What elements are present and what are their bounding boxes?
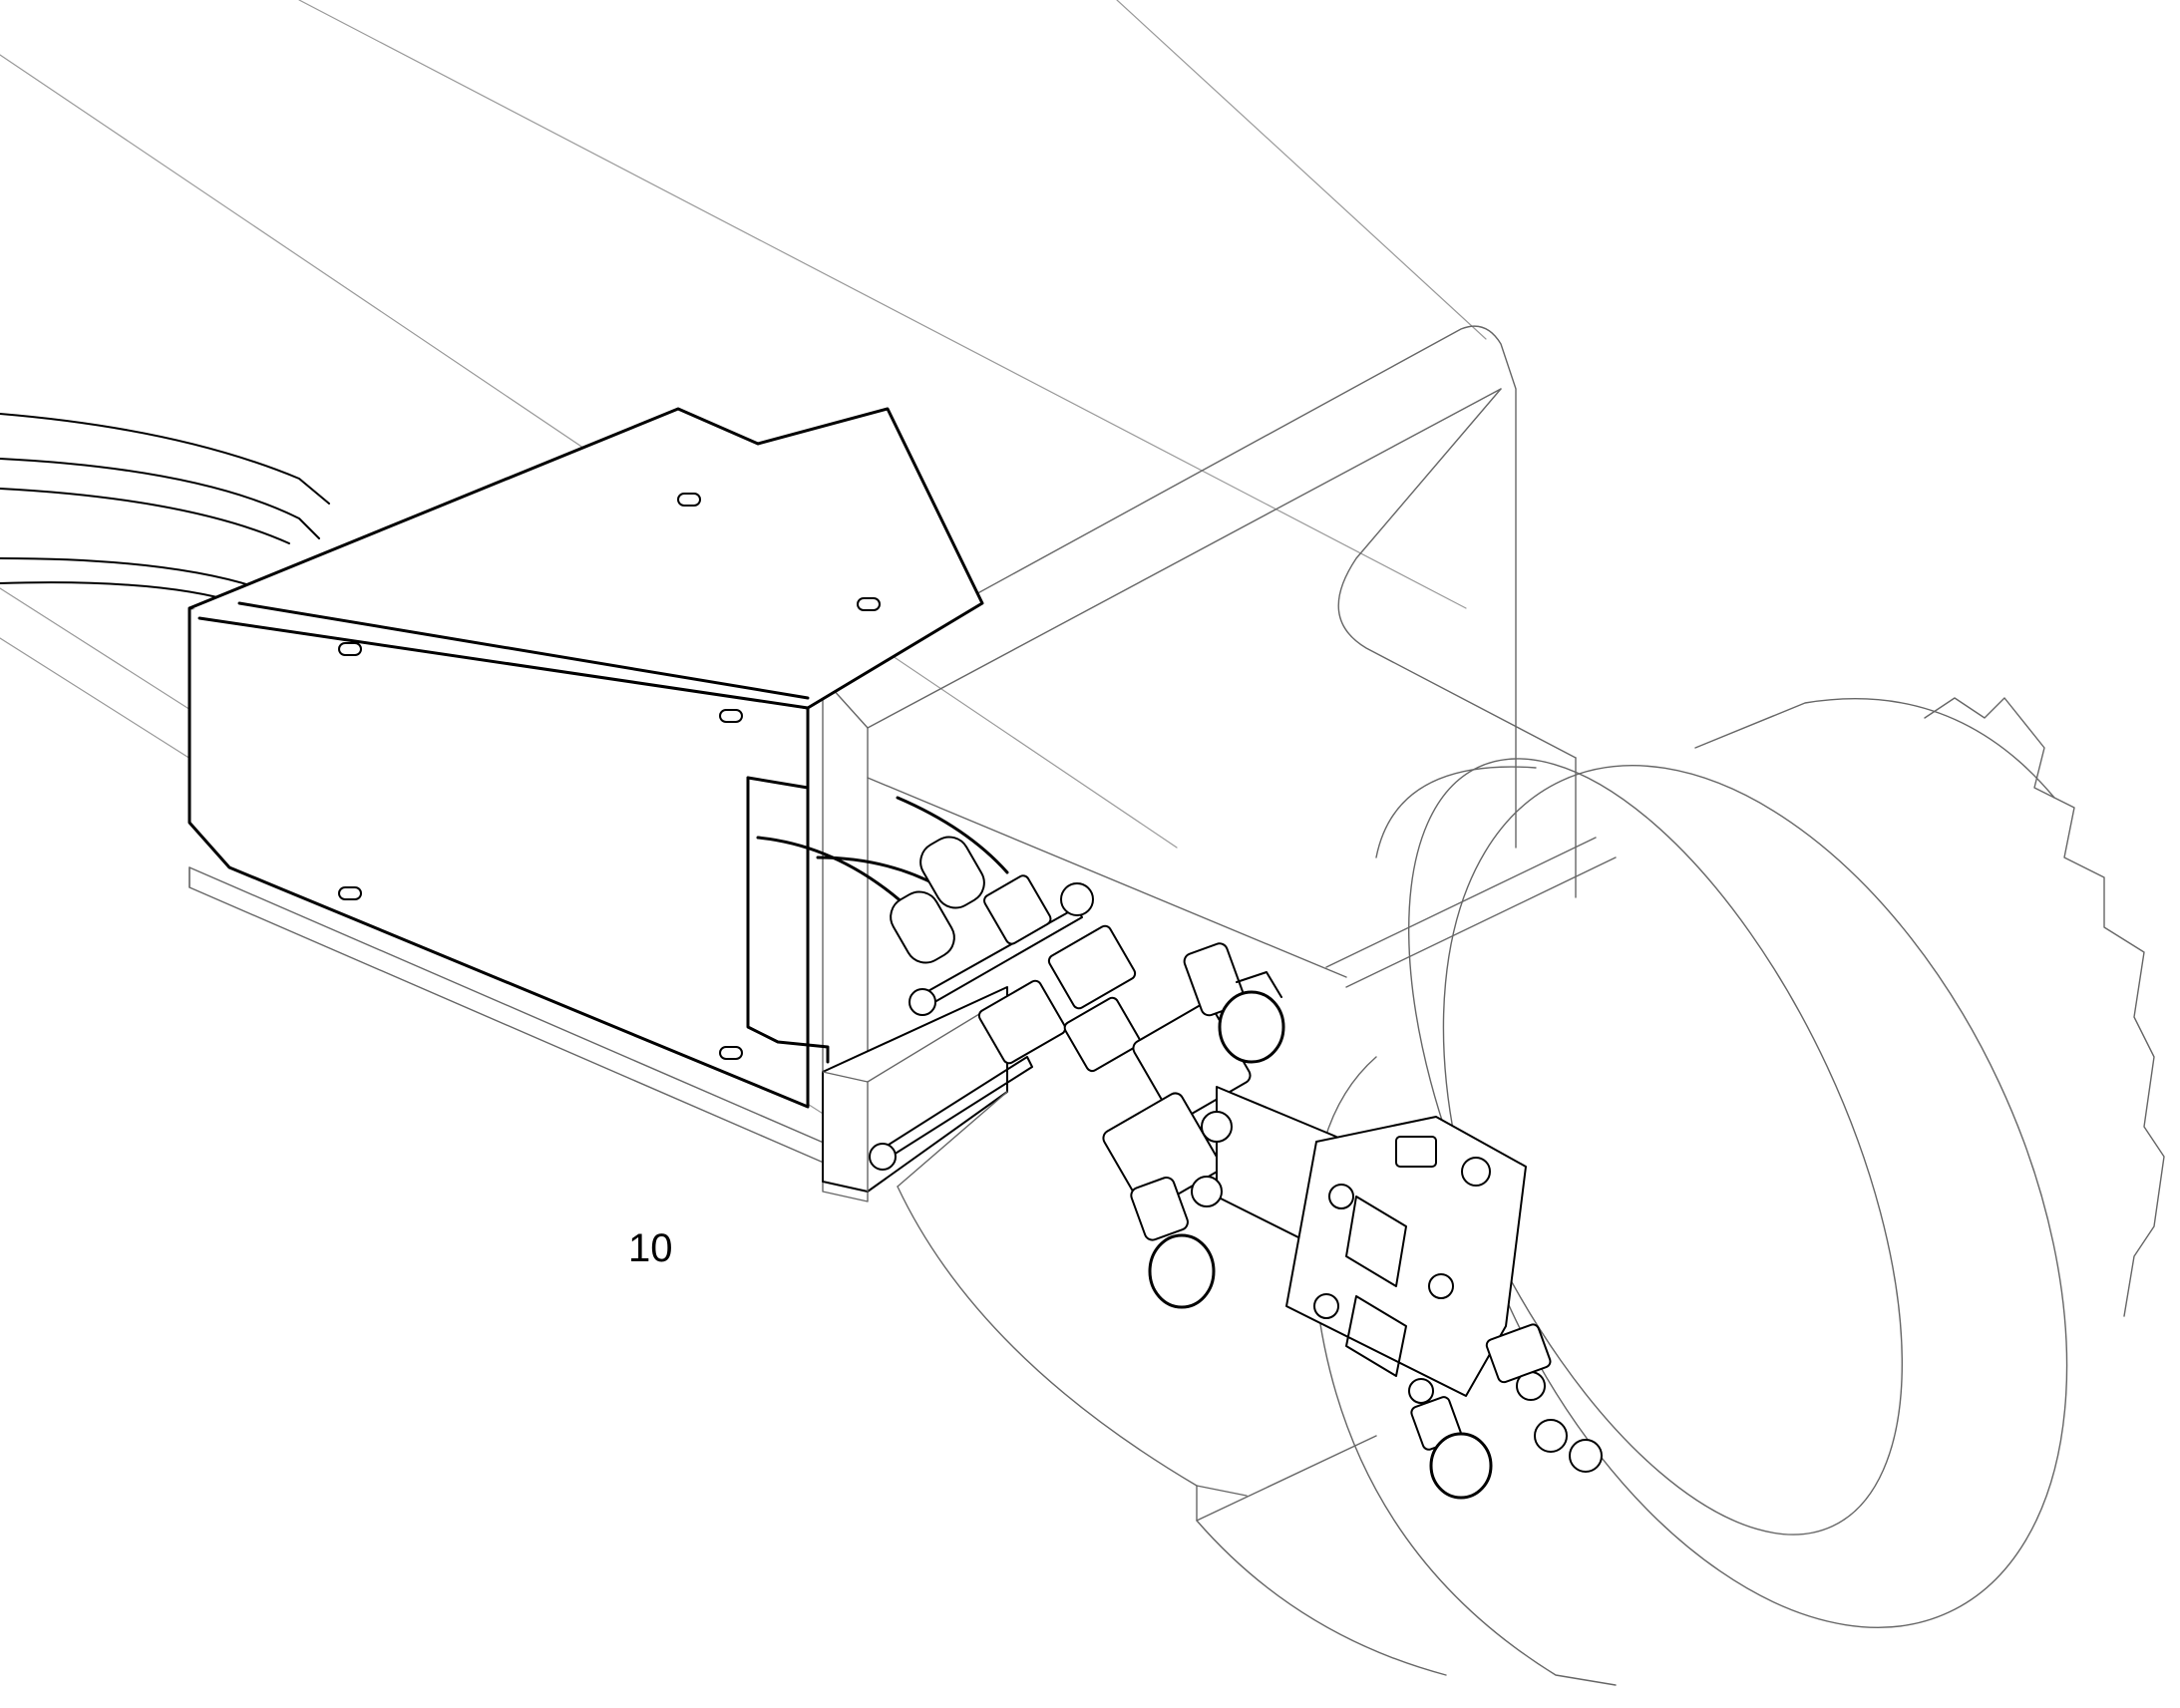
hydraulic-motor [1191,1086,1603,1473]
mounting-block [822,986,1008,1193]
sheet-metal-cover [187,407,984,1109]
wheel-hub [1375,697,2165,1628]
callout-label: 10 [628,1226,673,1270]
cover-slot-holes [338,493,881,1060]
arm-housing [822,325,1617,1202]
lower-crossmember [897,1056,1617,1686]
valve-handles [869,882,1094,1171]
elbow-fittings [1130,942,1493,1500]
